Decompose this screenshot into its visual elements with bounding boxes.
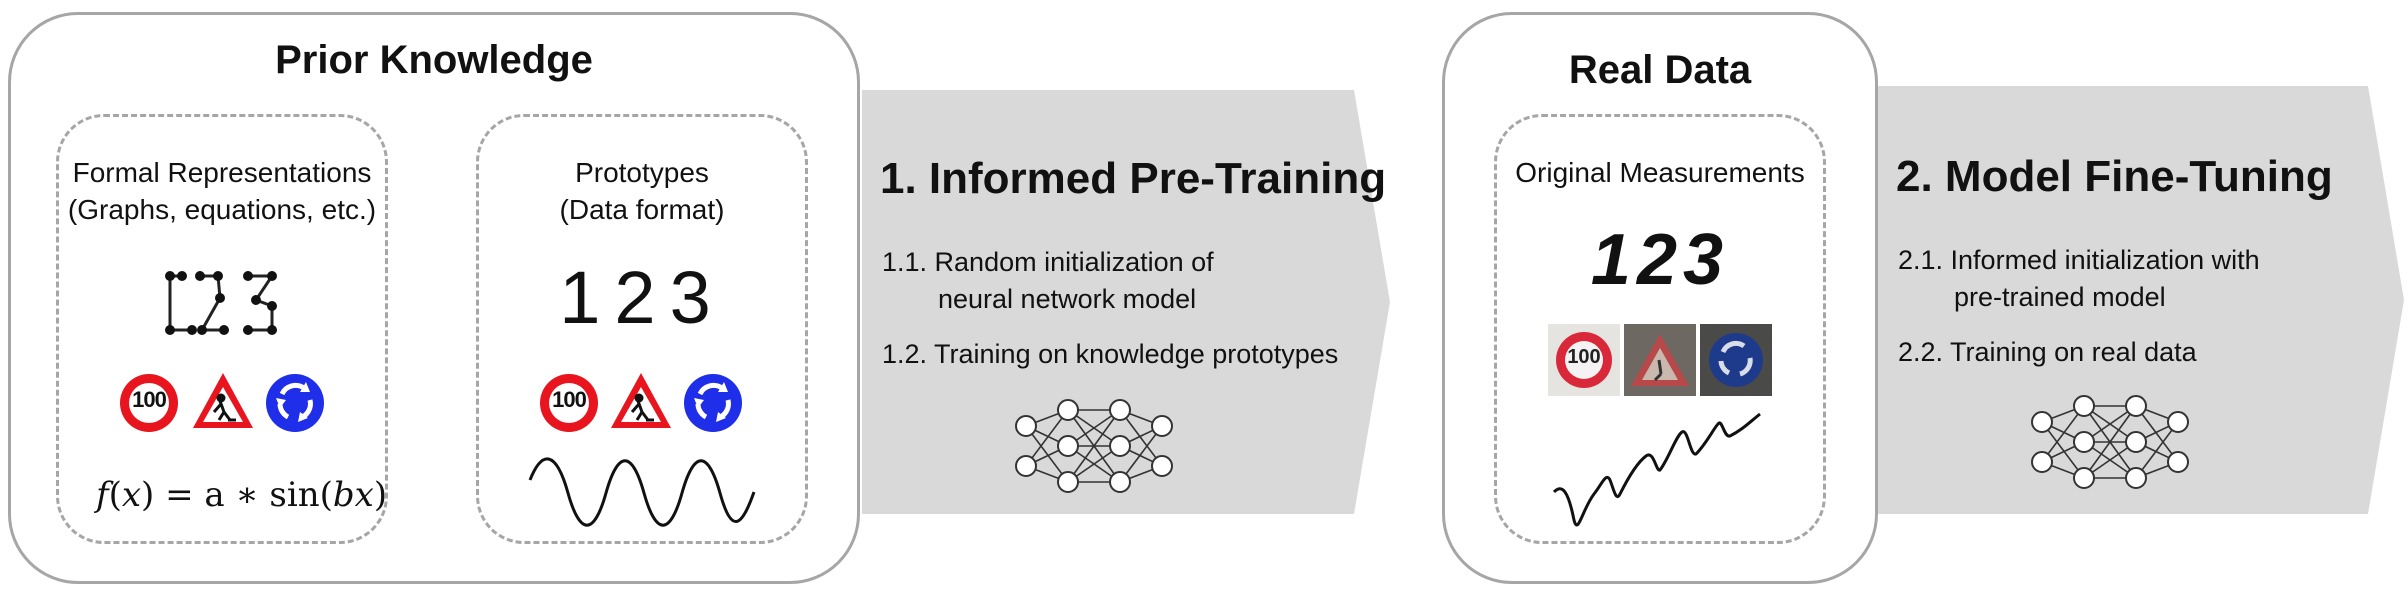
measured-signal-icon [1552, 412, 1761, 527]
roadwork-photo [1624, 324, 1696, 396]
speed-limit-sign-icon-2 [540, 374, 598, 432]
real-data-title: Real Data [1568, 48, 1752, 92]
step1-item1-line2: neural network model [938, 284, 1197, 314]
graph-icon [165, 271, 277, 335]
step2-item2: 2.2. Training on real data [1898, 337, 2197, 367]
step1-item1: 1.1. Random initialization of neural net… [882, 244, 1214, 318]
formula-bx: bx [332, 475, 374, 515]
roundabout-photo-icon [1709, 333, 1763, 387]
roundabout-photo [1700, 324, 1772, 396]
formula: f(x) = a ∗ sin(bx) [96, 475, 387, 515]
neural-network-icon [1015, 399, 1173, 493]
step1-item1-line1: 1.1. Random initialization of [882, 247, 1214, 277]
prototypes-label: Prototypes (Data format) [559, 157, 725, 225]
step2-item1-line2: pre-trained model [1954, 282, 2166, 312]
step2-item1: 2.1. Informed initialization with pre-tr… [1898, 242, 2260, 316]
sine-wave-icon [528, 457, 756, 527]
speed-limit-text-2: 100 [552, 387, 587, 412]
roadwork-sign-icon-2 [611, 373, 671, 428]
formal-representations-box [56, 114, 388, 544]
prior-knowledge-title: Prior Knowledge [275, 38, 593, 82]
neural-network-icon-2 [2031, 395, 2189, 489]
roadwork-sign-icon [193, 373, 253, 428]
prototypes-box [476, 114, 808, 544]
step1-title: 1. Informed Pre-Training [880, 154, 1387, 203]
formula-body: = a ∗ sin [165, 475, 320, 515]
formal-representations-label: Formal Representations (Graphs, equation… [67, 157, 377, 225]
formula-f: f [96, 475, 109, 515]
speed-limit-text: 100 [132, 387, 167, 412]
roadwork-photo-icon [1631, 334, 1689, 386]
roundabout-sign-icon [266, 374, 324, 432]
step2-title: 2. Model Fine-Tuning [1896, 152, 2333, 201]
original-measurements-box [1494, 114, 1826, 544]
roundabout-sign-icon-2 [684, 374, 742, 432]
speed-limit-photo: 100 [1548, 324, 1620, 396]
prototype-digits: 123 [559, 256, 725, 339]
handwritten-digits: 123 [1590, 220, 1730, 300]
step2-item1-line1: 2.1. Informed initialization with [1898, 245, 2260, 275]
speed-limit-photo-icon [1556, 332, 1612, 388]
speed-limit-sign-icon [120, 374, 178, 432]
real-data-panel [1442, 12, 1878, 584]
speed-limit-photo-text: 100 [1567, 346, 1601, 368]
step1-item2: 1.2. Training on knowledge prototypes [882, 339, 1339, 369]
formula-x: x [121, 475, 142, 515]
original-measurements-label: Original Measurements [1515, 157, 1805, 188]
